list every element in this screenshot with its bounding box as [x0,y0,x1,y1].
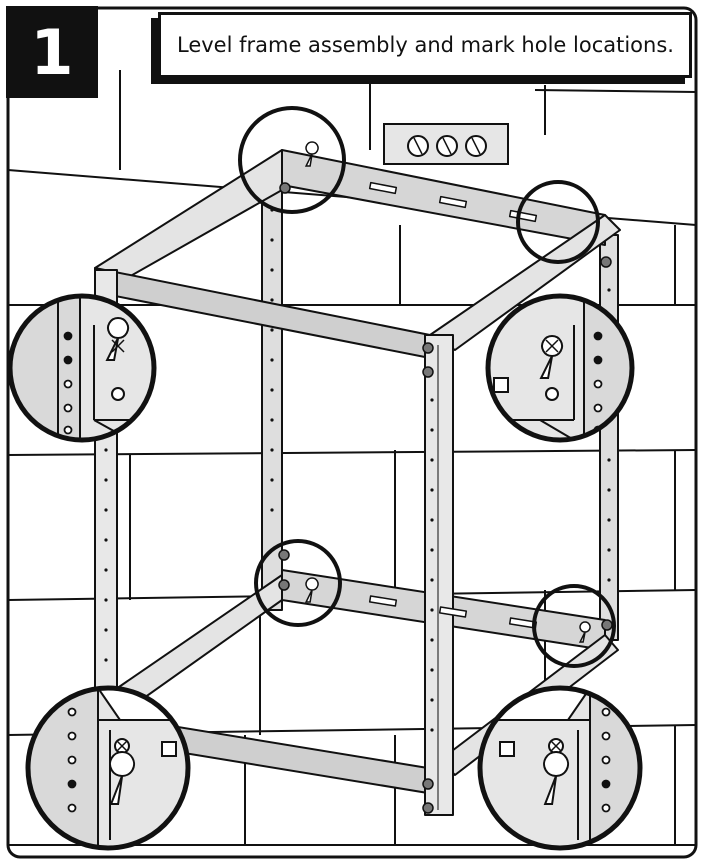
keyhole-slot-icon [105,317,130,361]
step-number: 1 [30,15,74,89]
magnifier-callout [485,293,635,443]
x-mark-icon [111,339,125,353]
panel-border [6,6,698,859]
square-hole-icon [499,741,515,757]
magnifier-callout [25,685,191,851]
magnifier-callout [477,685,643,851]
round-hole-icon [111,387,125,401]
callout-bottom-left [25,685,191,851]
keyhole-slot-icon [109,751,136,805]
magnifier-callout [7,293,157,443]
instruction-text: Level frame assembly and mark hole locat… [177,33,674,57]
step-number-badge: 1 [6,6,98,98]
square-hole-icon [493,377,509,393]
post-holes [104,208,611,732]
keyhole-slot-icon [539,335,564,379]
level-tool-icon [383,123,509,165]
keyhole-slot-icon [543,751,570,805]
highlight-circles [238,106,616,668]
callout-top-left [7,293,174,443]
rack-frame [94,149,621,831]
square-hole-icon [160,378,174,392]
x-mark-icon [550,740,562,752]
round-hole-icon [545,387,559,401]
callout-top-right [485,293,635,443]
callout-bottom-right [477,685,643,851]
square-hole-icon [161,741,177,757]
x-mark-icon [545,339,559,353]
x-mark-icon [116,740,128,752]
instruction-caption: Level frame assembly and mark hole locat… [158,12,692,78]
